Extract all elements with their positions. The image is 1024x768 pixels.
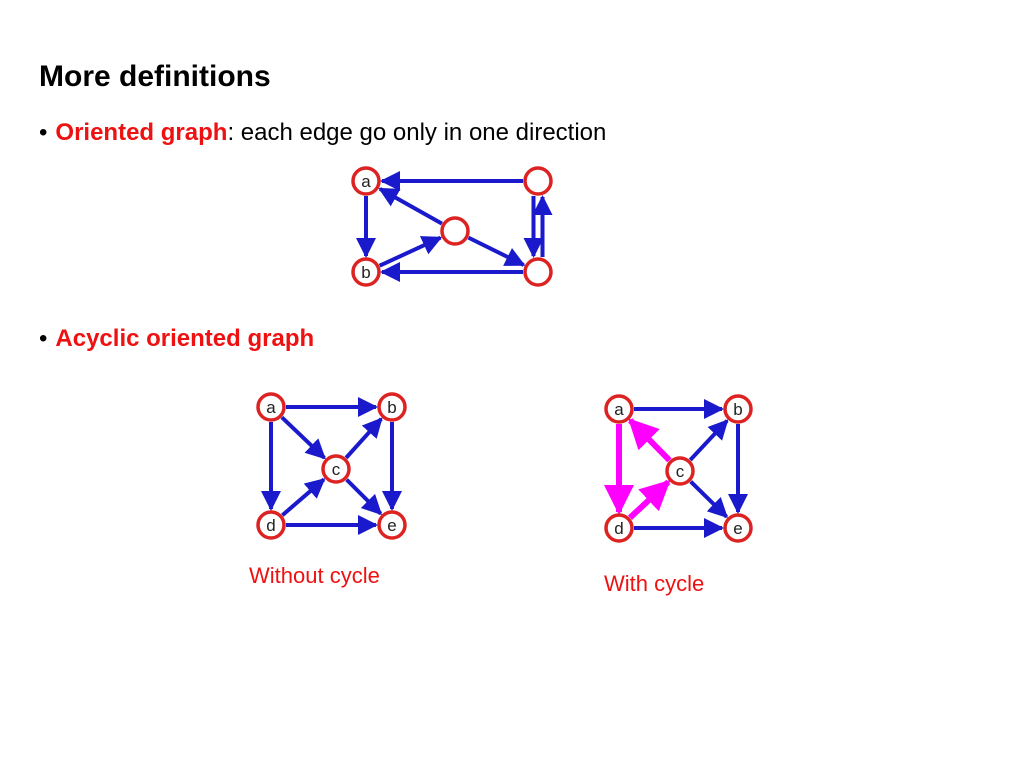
term-oriented-graph: Oriented graph <box>55 119 228 146</box>
node-circle <box>256 392 286 422</box>
bullet-oriented-graph: • Oriented graph: each edge go only in on… <box>39 119 606 147</box>
node-circle <box>604 513 634 543</box>
node-label: a <box>266 398 276 417</box>
node-e: e <box>377 510 407 540</box>
node-circle <box>523 166 553 196</box>
node-d: d <box>256 510 286 540</box>
edge-d-to-c <box>281 477 326 517</box>
node-c: c <box>665 456 695 486</box>
node-c <box>440 216 470 246</box>
bullet-marker: • <box>39 119 48 146</box>
node-a: a <box>604 394 634 424</box>
node-circle <box>523 257 553 287</box>
node-label: d <box>266 516 275 535</box>
edge-c-to-a <box>378 187 443 226</box>
cyclic-graph-group: a b c d e <box>604 394 753 543</box>
node-label: b <box>387 398 396 417</box>
node-circle <box>665 456 695 486</box>
node-label: d <box>614 519 623 538</box>
node-a: a <box>256 392 286 422</box>
caption-without-cycle: Without cycle <box>249 563 380 588</box>
node-b: b <box>723 394 753 424</box>
node-circle <box>440 216 470 246</box>
definition-text: : each edge go only in one direction <box>227 119 607 146</box>
node-tr <box>523 166 553 196</box>
edge-c-to-b <box>344 417 383 460</box>
caption-with-cycle: With cycle <box>604 571 705 596</box>
node-circle <box>377 510 407 540</box>
bullet-marker: • <box>39 325 48 352</box>
bullet-acyclic-graph: • Acyclic oriented graph <box>39 325 314 353</box>
acyclic-graph-group: a b c d e <box>256 392 407 540</box>
node-label: c <box>676 462 685 481</box>
node-circle <box>377 392 407 422</box>
node-label: e <box>733 519 742 538</box>
node-br <box>523 257 553 287</box>
node-circle <box>604 394 634 424</box>
node-circle <box>351 166 381 196</box>
term-acyclic-oriented-graph: Acyclic oriented graph <box>55 325 315 352</box>
oriented-graph-group: ab <box>351 166 553 287</box>
node-d: d <box>604 513 634 543</box>
node-a: a <box>351 166 381 196</box>
node-e: e <box>723 513 753 543</box>
edge-c-to-br <box>467 235 526 267</box>
node-b: b <box>377 392 407 422</box>
edge-c-to-e <box>345 478 383 516</box>
node-label: c <box>332 460 341 479</box>
node-label: b <box>733 400 742 419</box>
node-circle <box>256 510 286 540</box>
node-label: a <box>614 400 624 419</box>
edge-b-to-c <box>378 235 443 268</box>
node-circle <box>351 257 381 287</box>
edge-c-to-e <box>689 480 729 519</box>
edge-c-to-b <box>688 419 729 462</box>
node-circle <box>321 454 351 484</box>
node-label: a <box>361 172 371 191</box>
node-circle <box>723 513 753 543</box>
node-label: e <box>387 516 396 535</box>
node-circle <box>723 394 753 424</box>
node-b: b <box>351 257 381 287</box>
edge-d-to-c <box>627 479 671 520</box>
node-label: b <box>361 263 370 282</box>
node-c: c <box>321 454 351 484</box>
slide-title: More definitions <box>39 60 271 93</box>
edge-c-to-a <box>628 418 672 463</box>
edge-a-to-c <box>280 415 326 460</box>
